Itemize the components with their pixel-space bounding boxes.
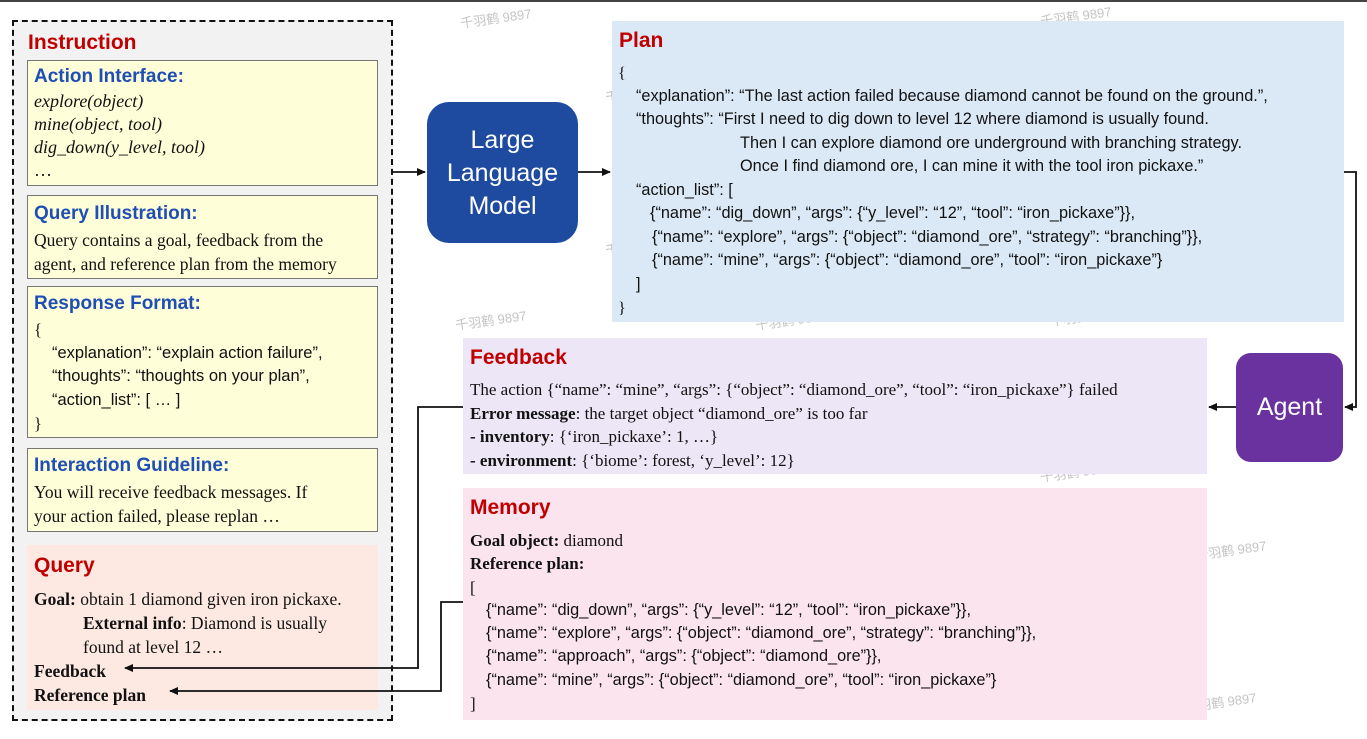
action-interface-box (27, 60, 378, 186)
plan-line: “action_list”: [ (636, 180, 733, 199)
memory-title: Memory (470, 496, 551, 519)
feedback-environment-line: - environment: {‘biome’: forest, ‘y_leve… (470, 449, 1205, 473)
feedback-environment-text: : {‘biome’: forest, ‘y_level’: 12} (572, 450, 795, 470)
feedback-action-line: The action {“name”: “mine”, “args”: {“ob… (470, 380, 1118, 399)
response-thoughts: “thoughts”: “thoughts on your plan”, (52, 367, 310, 385)
interaction-guideline-text: You will receive feedback messages. If y… (34, 480, 307, 528)
feedback-inventory-line: - inventory: {‘iron_pickaxe’: 1, …} (470, 425, 1205, 449)
feedback-error-text: : the target object “diamond_ore” is too… (575, 403, 868, 423)
action-mine: mine(object, tool) (34, 114, 162, 134)
memory-reference-plan-label: Reference plan: (470, 554, 585, 574)
memory-line: {“name”: “mine”, “args”: {“object”: “dia… (486, 670, 997, 689)
query-content: Goal: obtain 1 diamond given iron pickax… (34, 587, 342, 707)
memory-goal-label: Goal object: (470, 531, 560, 550)
memory-content: Goal object: diamond Reference plan: [ {… (470, 529, 1205, 715)
memory-box (463, 488, 1207, 720)
llm-label-line: Language (446, 159, 559, 187)
query-illustration-text: Query contains a goal, feedback from the… (34, 228, 337, 276)
plan-line: { (618, 63, 626, 82)
memory-line: ] (470, 694, 476, 714)
action-ellipsis: … (34, 160, 52, 180)
interaction-guideline-box (27, 448, 378, 532)
arrow-memory-to-query (169, 601, 463, 695)
memory-line: {“name”: “approach”, “args”: {“object”: … (486, 647, 882, 666)
interaction-guideline-title: Interaction Guideline: (34, 455, 230, 476)
response-explanation: “explanation”: “explain action failure”, (52, 343, 323, 362)
action-interface-title: Action Interface: (34, 66, 184, 87)
query-illustration-box (27, 195, 378, 279)
query-external-line2: found at level 12 … (83, 637, 223, 657)
feedback-content: The action {“name”: “mine”, “args”: {“ob… (470, 378, 1205, 472)
query-reference-plan-label: Reference plan (34, 685, 146, 705)
interaction-guideline-line: your action failed, please replan … (34, 506, 280, 526)
response-brace-close: } (34, 414, 42, 433)
feedback-error-label: Error message (470, 403, 576, 423)
plan-line: } (618, 298, 626, 317)
query-box (27, 545, 378, 710)
arrow-plan-to-agent (1344, 171, 1357, 411)
query-feedback-label: Feedback (34, 661, 106, 681)
plan-title: Plan (619, 29, 664, 52)
memory-goal-line: Goal object: diamond (470, 529, 1205, 552)
plan-box (612, 21, 1344, 322)
memory-goal-text: diamond (559, 531, 623, 550)
action-interface-list: explore(object) mine(object, tool) dig_d… (34, 90, 205, 182)
query-external-text: : Diamond is usually (181, 613, 328, 633)
query-illustration-line: Query contains a goal, feedback from the (34, 230, 324, 250)
arrow-feedback-to-query (124, 406, 463, 672)
plan-line: Once I find diamond ore, I can mine it w… (740, 157, 1204, 175)
feedback-inventory-text: : {‘iron_pickaxe’: 1, …} (549, 427, 719, 446)
query-title: Query (34, 554, 95, 577)
feedback-title: Feedback (470, 346, 567, 369)
response-format-box (27, 286, 378, 438)
response-brace-open: { (34, 320, 42, 339)
action-explore: explore(object) (34, 91, 144, 111)
plan-line: {“name”: “explore”, “args”: {“object”: “… (652, 227, 1203, 246)
plan-line: ] (636, 274, 641, 293)
instruction-title: Instruction (28, 31, 137, 54)
query-external-label: External info (83, 613, 182, 633)
plan-line: Then I can explore diamond ore undergrou… (740, 133, 1243, 152)
memory-line: [ (470, 577, 476, 597)
plan-line: “thoughts”: “First I need to dig down to… (636, 110, 1209, 128)
agent-box: Agent (1236, 353, 1343, 462)
plan-line: “explanation”: “The last action failed b… (636, 86, 1268, 105)
response-action-list: “action_list”: [ … ] (52, 390, 181, 409)
response-format-title: Response Format: (34, 293, 201, 314)
response-format-code: { “explanation”: “explain action failure… (34, 318, 323, 436)
query-goal: Goal: obtain 1 diamond given iron pickax… (34, 587, 342, 611)
interaction-guideline-line: You will receive feedback messages. If (34, 482, 308, 502)
llm-label-line: Large (470, 126, 535, 154)
agent-label: Agent (1256, 393, 1323, 421)
memory-line: {“name”: “explore”, “args”: {“object”: “… (486, 624, 1037, 643)
plan-line: {“name”: “mine”, “args”: {“object”: “dia… (652, 251, 1163, 269)
feedback-environment-label: - environment (470, 450, 573, 470)
feedback-inventory-label: - inventory (470, 427, 550, 446)
query-external-info: External info: Diamond is usually (34, 611, 342, 635)
memory-line: {“name”: “dig_down”, “args”: {“y_level”:… (486, 600, 972, 619)
feedback-error-line: Error message: the target object “diamon… (470, 402, 1205, 426)
plan-line: {“name”: “dig_down”, “args”: {“y_level”:… (650, 204, 1136, 222)
llm-box: Large Language Model (427, 102, 578, 243)
plan-code: { “explanation”: “The last action failed… (618, 61, 1342, 320)
query-illustration-title: Query Illustration: (34, 203, 198, 224)
top-border-line (0, 0, 1367, 2)
query-goal-label: Goal: (34, 589, 76, 609)
llm-label-line: Model (468, 192, 537, 220)
query-illustration-line: agent, and reference plan from the memor… (34, 254, 337, 274)
feedback-box (463, 338, 1207, 474)
query-goal-text: obtain 1 diamond given iron pickaxe. (80, 589, 342, 609)
action-dig-down: dig_down(y_level, tool) (34, 137, 205, 157)
